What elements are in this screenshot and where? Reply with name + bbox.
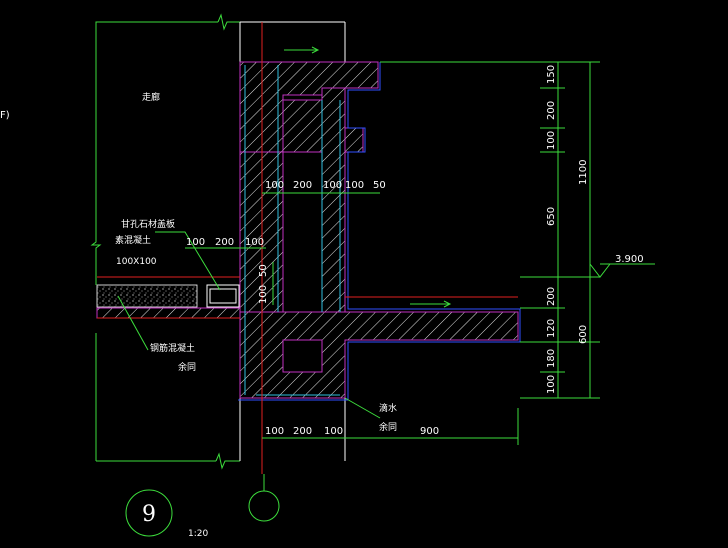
dim-top-3: 100 [323, 180, 342, 191]
dim-right-5: 200 [546, 287, 557, 306]
dim-slab-2: 200 [215, 237, 234, 248]
dim-bottom-1: 100 [265, 426, 284, 437]
detail-number: 9 [142, 502, 156, 527]
detail-scale: 1:20 [188, 529, 208, 539]
slope-arrow-slab [410, 300, 452, 308]
note-drip-same: 余同 [379, 421, 397, 433]
room-label: 走廊 [142, 91, 160, 103]
dim-right-4: 650 [546, 207, 557, 226]
outer-finish-line [238, 62, 521, 401]
slope-arrow-top [284, 46, 320, 54]
dim-right-total-lower: 600 [578, 325, 589, 344]
note-plain-concrete: 素混凝土 [115, 234, 151, 246]
note-rc-left: 钢筋混凝土 [150, 342, 195, 354]
concrete-section [96, 61, 519, 399]
note-leaders [117, 231, 381, 419]
dim-top-5: 50 [373, 180, 386, 191]
insulation-lines [244, 65, 341, 396]
dim-top-4: 100 [345, 180, 364, 191]
axis-bubble [248, 490, 280, 522]
detail-bubble [125, 489, 173, 537]
dim-right-1: 150 [546, 65, 557, 84]
note-size: 100X100 [116, 257, 157, 267]
dim-bottom-3: 100 [324, 426, 343, 437]
wall-outline [239, 21, 346, 461]
note-drip: 滴水 [379, 402, 397, 414]
note-rc-left-same: 余同 [178, 361, 196, 373]
gravel-layer [96, 284, 198, 308]
dim-bottom-2: 200 [293, 426, 312, 437]
dim-right-6: 120 [546, 319, 557, 338]
dim-small-v: 50 [258, 264, 269, 277]
dim-right-3: 100 [546, 131, 557, 150]
dimension-lines [185, 61, 655, 445]
dim-right-7: 180 [546, 349, 557, 368]
dim-slab-3: 100 [245, 237, 264, 248]
dim-gap-v: 100 [258, 285, 269, 304]
dim-top-2: 200 [293, 180, 312, 191]
dim-slab-1: 100 [186, 237, 205, 248]
dim-right-2: 200 [546, 101, 557, 120]
dim-bottom-4: 900 [420, 426, 439, 437]
dim-top-1: 100 [265, 180, 284, 191]
dim-right-total-upper: 1100 [578, 160, 589, 185]
note-stone-cover: 甘孔石材盖板 [121, 218, 175, 230]
axis-letter: F) [0, 110, 10, 121]
stone-cover-box [206, 284, 240, 308]
corridor-boundary [90, 13, 240, 470]
elevation-label: 3.900 [615, 254, 644, 265]
dim-right-8: 100 [546, 375, 557, 394]
